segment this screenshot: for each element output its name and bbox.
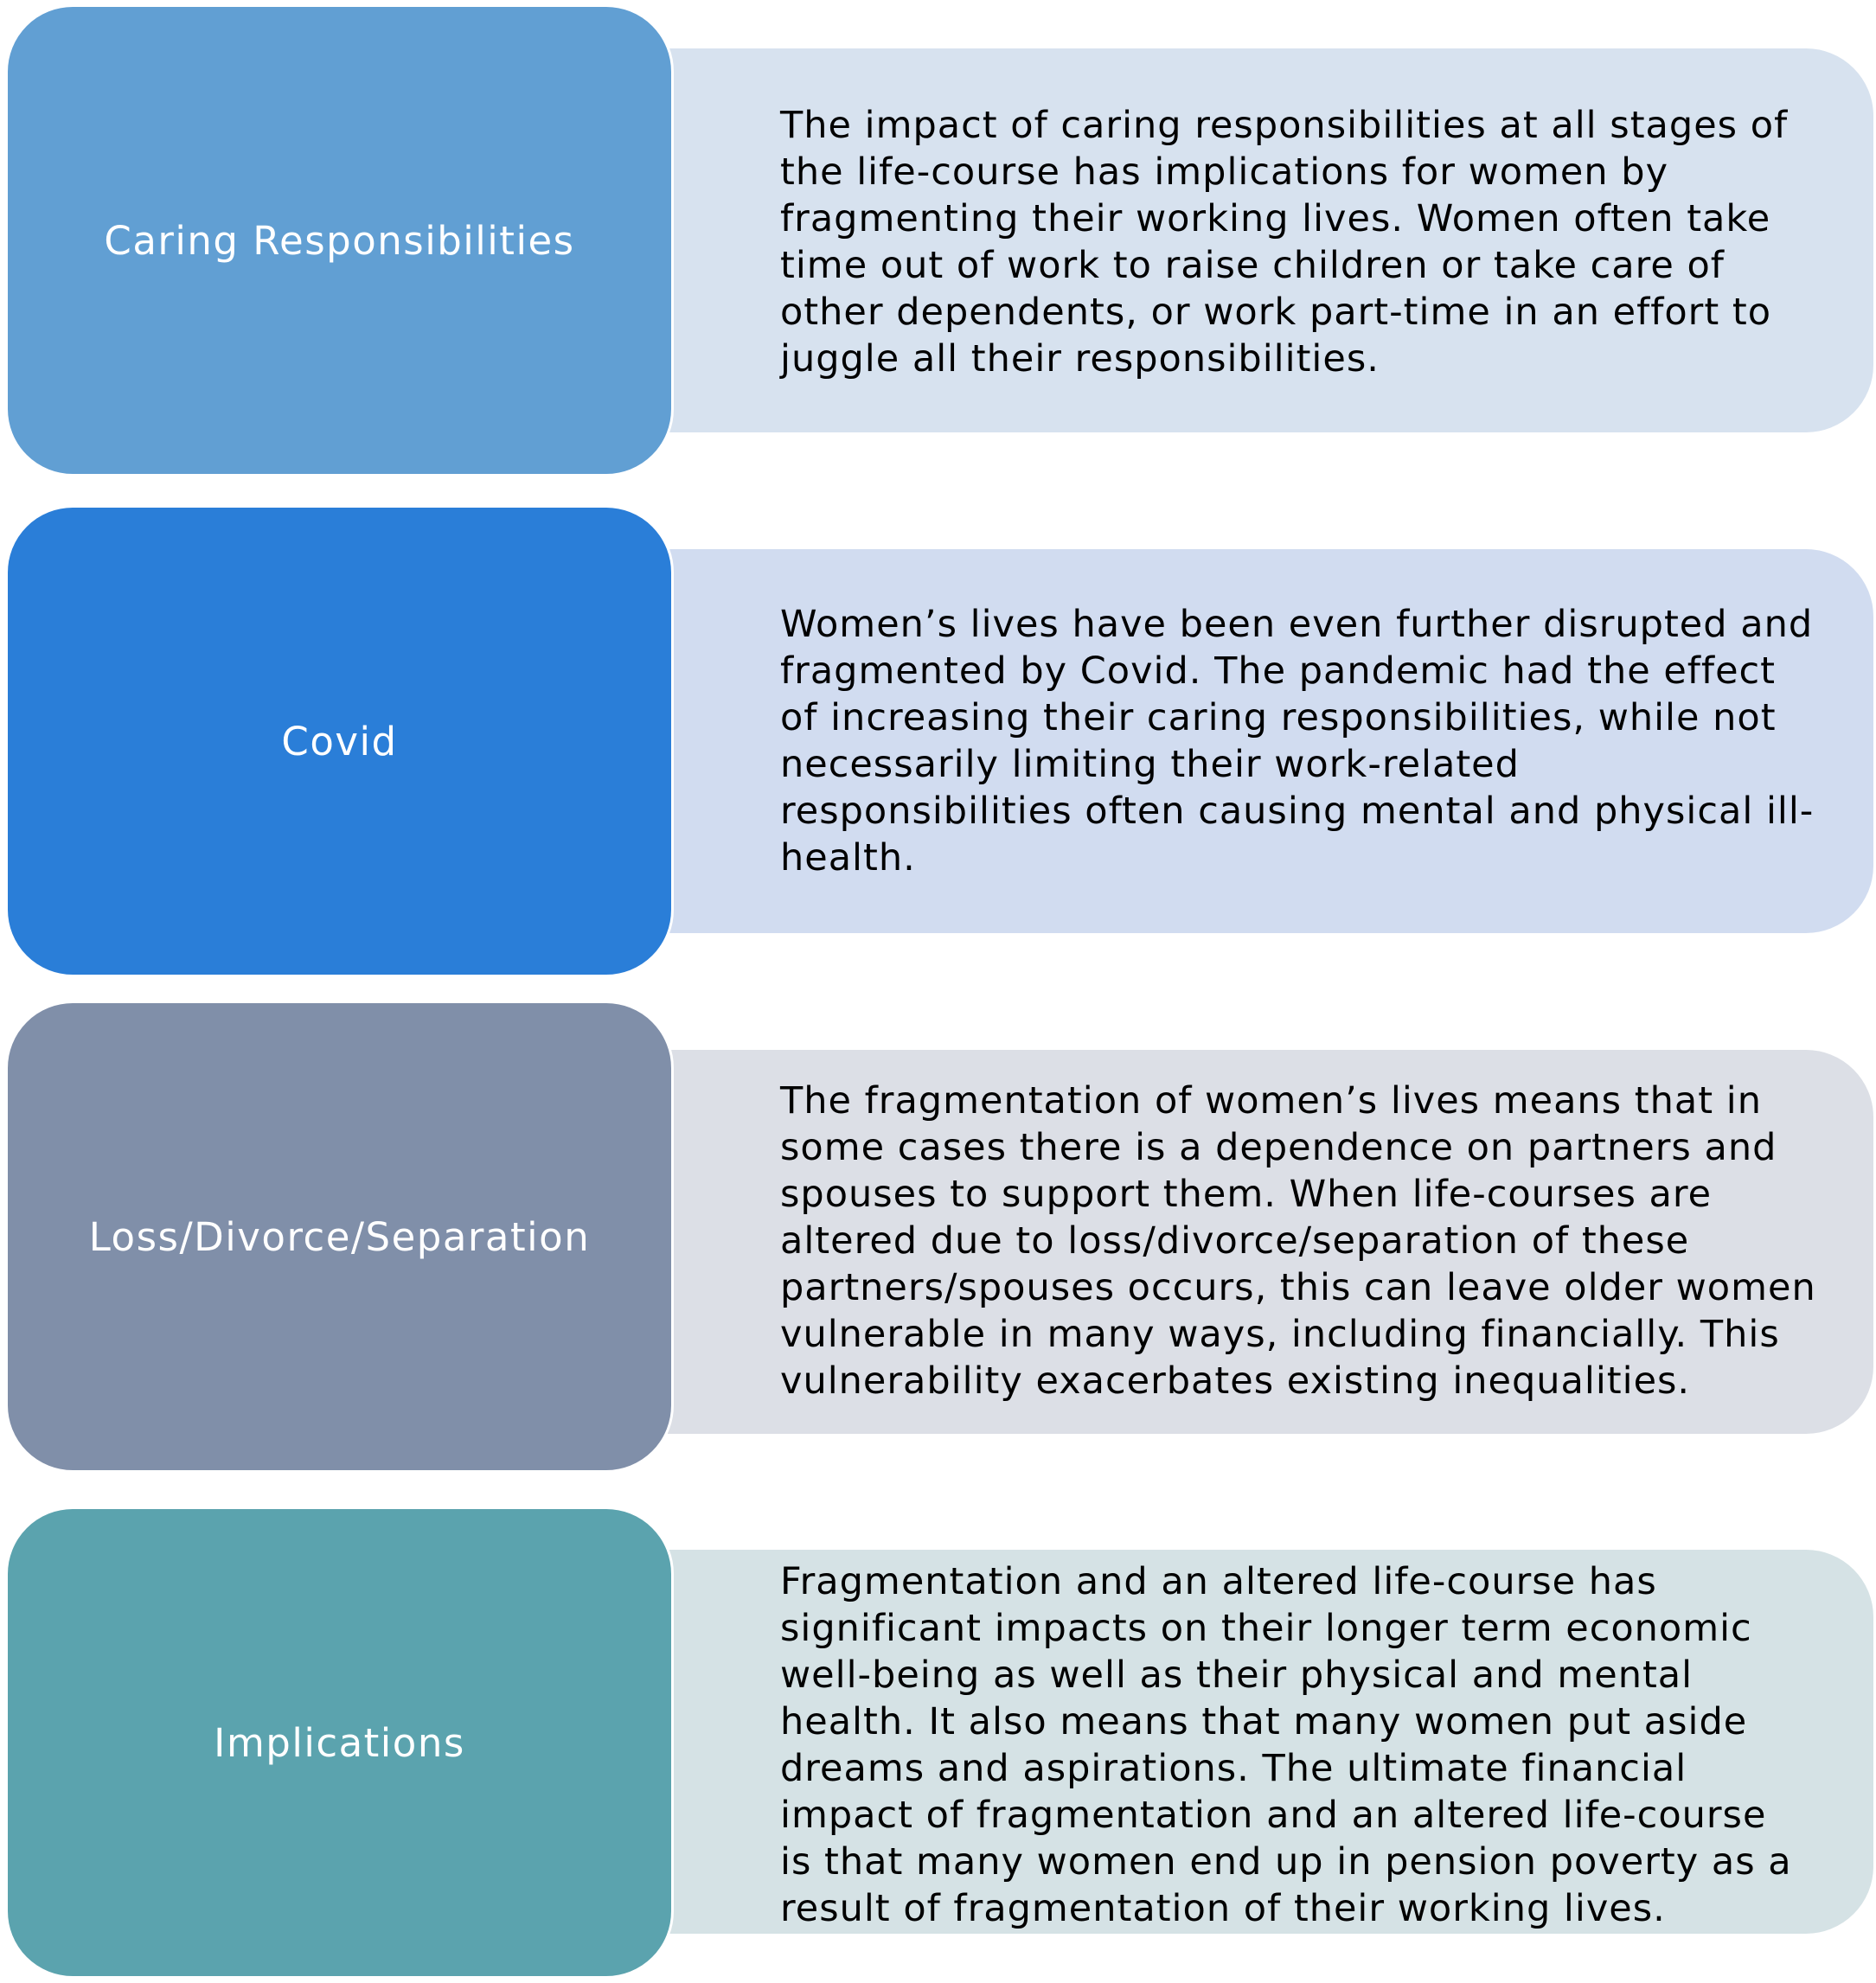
detail-text-covid: Women’s lives have been even further dis…: [780, 603, 1815, 880]
label-box-loss: Loss/Divorce/Separation: [5, 1001, 674, 1473]
detail-box-caring: The impact of caring responsibilities at…: [666, 47, 1875, 434]
detail-text-loss: The fragmentation of women’s lives means…: [780, 1079, 1816, 1403]
detail-text-caring: The impact of caring responsibilities at…: [780, 104, 1789, 381]
detail-box-covid: Women’s lives have been even further dis…: [666, 547, 1875, 935]
label-box-caring: Caring Responsibilities: [5, 4, 674, 477]
detail-text-implications: Fragmentation and an altered life-course…: [780, 1560, 1792, 1930]
label-box-implications: Implications: [5, 1506, 674, 1979]
detail-box-implications: Fragmentation and an altered life-course…: [666, 1548, 1875, 1935]
detail-box-loss: The fragmentation of women’s lives means…: [666, 1048, 1875, 1436]
label-loss: Loss/Divorce/Separation: [88, 1213, 591, 1260]
label-box-covid: Covid: [5, 505, 674, 977]
label-covid: Covid: [281, 718, 398, 764]
label-implications: Implications: [214, 1719, 465, 1766]
label-caring: Caring Responsibilities: [104, 217, 575, 264]
